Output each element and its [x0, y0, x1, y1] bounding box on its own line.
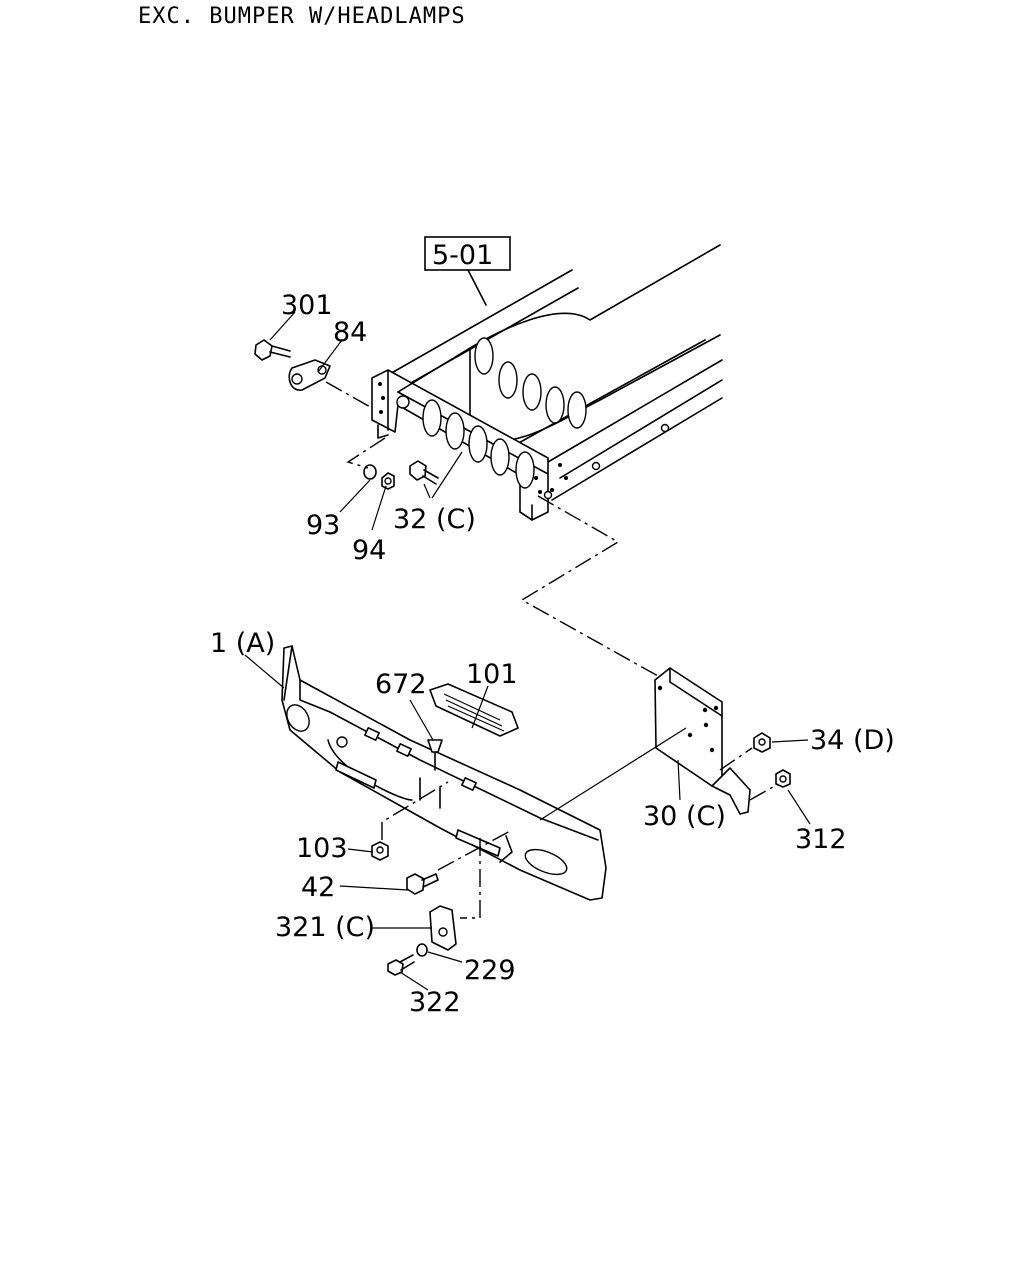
washer-312 [775, 769, 791, 788]
bolt-42 [406, 873, 439, 895]
callout-30c: 30 (C) [643, 801, 726, 832]
bolt-322 [387, 954, 415, 976]
grille-101 [429, 683, 519, 737]
washer-93 [363, 464, 377, 480]
callout-84: 84 [333, 317, 367, 348]
nut-103 [371, 841, 389, 861]
chassis-frame [371, 244, 723, 521]
tow-hook-84 [288, 359, 331, 391]
bumper-1a [281, 645, 607, 901]
callout-321c: 321 (C) [275, 912, 375, 943]
callout-312: 312 [795, 824, 847, 855]
callout-322: 322 [409, 987, 461, 1018]
bracket-30c [654, 667, 751, 815]
callout-672: 672 [375, 669, 427, 700]
washer-229 [416, 943, 428, 957]
callout-94: 94 [352, 535, 386, 566]
reference-box[interactable]: 5-01 [424, 236, 511, 271]
nut-34d [753, 732, 771, 753]
callout-229: 229 [464, 955, 516, 986]
bolt-301 [254, 339, 291, 361]
bolt-32c [409, 460, 439, 485]
diagram-title: EXC. BUMPER W/HEADLAMPS [138, 4, 466, 29]
callout-1a: 1 (A) [210, 628, 275, 659]
callout-301: 301 [281, 290, 333, 321]
callout-103: 103 [296, 833, 348, 864]
callout-34d: 34 (D) [810, 725, 895, 756]
callout-93: 93 [306, 510, 340, 541]
reference-label: 5-01 [432, 240, 493, 271]
bracket-321c [429, 905, 457, 951]
leader-lines [244, 311, 811, 991]
callout-101: 101 [466, 659, 518, 690]
callout-42: 42 [301, 872, 335, 903]
clip-672 [427, 739, 443, 771]
callout-32c: 32 (C) [393, 504, 476, 535]
nut-94 [381, 472, 395, 490]
